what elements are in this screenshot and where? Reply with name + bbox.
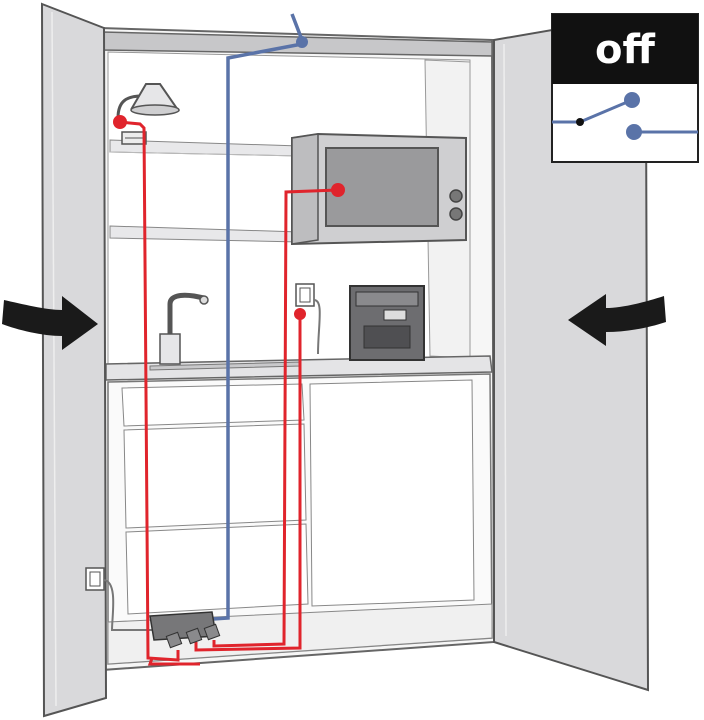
status-badge-label: off — [595, 27, 655, 73]
base-cabinets — [107, 373, 493, 665]
microwave-icon — [291, 132, 467, 246]
curved-arrow-left-icon — [568, 294, 666, 346]
power-lines — [119, 120, 339, 666]
lamp-connection-dot — [113, 115, 127, 129]
socket-connection-dot — [294, 308, 306, 320]
status-badge: off — [551, 13, 699, 163]
status-badge-header — [552, 14, 698, 84]
wall-socket-icon — [295, 283, 321, 355]
power-strip-icon — [149, 611, 221, 649]
open-switch-icon — [552, 92, 698, 140]
curved-arrow-right-icon — [2, 296, 98, 350]
left-cabinet-door — [40, 2, 108, 718]
lamp-icon — [116, 83, 180, 145]
right-cabinet-door — [493, 28, 650, 692]
door-socket-icon — [85, 567, 152, 631]
microwave-connection-dot — [331, 183, 345, 197]
faucet-icon — [159, 292, 209, 365]
coffee-machine-icon — [349, 285, 425, 361]
